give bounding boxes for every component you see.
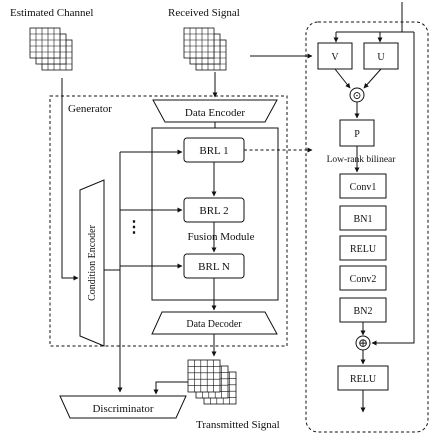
v-block: [317, 42, 353, 70]
residual-skip-connection: [371, 32, 415, 346]
condition-encoder-label: Condition Encoder: [87, 224, 98, 300]
transmitted-signal-label: Transmitted Signal: [196, 419, 280, 431]
relu2-block: [337, 365, 389, 391]
brl2-label: BRL 2: [199, 205, 228, 217]
generator-region: [49, 95, 288, 347]
bn1-label: BN1: [354, 214, 373, 225]
u-to-hadamard-arrow: [363, 68, 382, 89]
fusion-module-label: Fusion Module: [188, 231, 255, 243]
brln-label: BRL N: [198, 261, 230, 273]
data-decoder-label: Data Decoder: [186, 319, 242, 330]
received-signal-label: Received Signal: [168, 7, 240, 19]
bn2-label: BN2: [354, 306, 373, 317]
v-label: V: [331, 52, 339, 63]
channel-to-condition-arrow: [61, 78, 79, 281]
ellipsis-dots: ⋮: [126, 219, 142, 236]
condition-encoder-block: [79, 179, 105, 347]
u-label: U: [377, 52, 385, 63]
transmitted-signal-tensor-icon: [187, 359, 237, 405]
relu1-block: [339, 235, 387, 261]
add-symbol: ⊕: [358, 336, 368, 350]
brl-detail-panel: [305, 21, 429, 433]
relu2-label: RELU: [350, 374, 377, 385]
data-encoder-label: Data Encoder: [185, 107, 245, 119]
low-rank-bilinear-label: Low-rank bilinear: [327, 155, 397, 165]
brl1-label: BRL 1: [199, 145, 228, 157]
conv1-block: [339, 173, 387, 199]
received-signal-tensor-icon: [183, 27, 227, 71]
data-encoder-block: [152, 99, 278, 123]
discriminator-label: Discriminator: [92, 403, 153, 415]
data-decoder-block: [151, 311, 278, 335]
p-block: [339, 119, 375, 147]
relu1-label: RELU: [350, 244, 377, 255]
v-to-hadamard-arrow: [334, 68, 351, 89]
estimated-channel-label: Estimated Channel: [10, 7, 93, 19]
bn1-block: [339, 205, 387, 231]
conv2-label: Conv2: [350, 274, 377, 285]
estimated-channel-tensor-icon: [29, 27, 73, 71]
hadamard-symbol: ⊙: [352, 90, 361, 102]
conv1-label: Conv1: [350, 182, 377, 193]
discriminator-block: [59, 395, 187, 419]
u-block: [363, 42, 399, 70]
conv2-block: [339, 265, 387, 291]
transmitted-to-discriminator-arrow: [153, 381, 188, 395]
p-label: P: [354, 129, 360, 140]
generator-label: Generator: [68, 103, 112, 115]
